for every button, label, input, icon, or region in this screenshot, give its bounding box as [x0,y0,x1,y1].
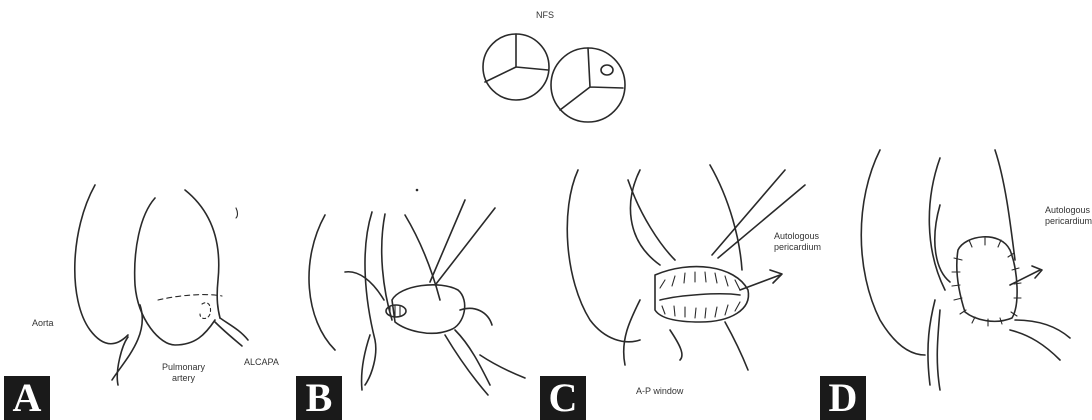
b-dot [416,189,419,192]
aorta-label: Aorta [32,318,54,329]
b-vessel-2 [382,214,392,320]
panel-a-drawing [75,185,248,385]
panel-letter-d: D [820,376,866,420]
alcapa-vessel-upper [220,318,248,340]
c-inner-line [660,294,740,300]
nfs-label: NFS [536,10,554,21]
c-vessel-right [710,165,742,270]
panel-letter-c: C [540,376,586,420]
panel-c-drawing [567,165,805,370]
d-pericardium-patch [957,237,1017,322]
c-autologous-pericardium-label: Autologous pericardium [774,231,821,253]
b-coronary [362,335,370,390]
d-vessel-side-2 [1010,330,1060,360]
incision-dashed [158,295,222,300]
alcapa-ostium-dashed [200,303,211,319]
c-vessel-2 [628,180,675,260]
d-vessel-1 [929,158,945,290]
c-vessel-down [725,322,748,370]
alcapa-label: ALCAPA [244,357,279,368]
pulmonary-artery-label: Pulmonary artery [162,362,205,384]
panel-b-drawing [309,189,525,395]
panel-letter-b: B [296,376,342,420]
d-root-2 [937,310,940,390]
c-aorta-outline [567,170,640,342]
panel-d-drawing [861,150,1070,390]
coronary-ostium [601,65,613,75]
ap-window-label: A-P window [636,386,683,397]
valve-circles [483,34,625,122]
d-root [928,300,935,385]
panel-letter-a: A [4,376,50,420]
pulmonary-artery-right-edge [185,190,220,318]
b-sutures [390,305,400,317]
c-aorta-root [624,300,640,365]
pulmonary-artery-outline [135,198,215,345]
b-aorta-outline [309,215,335,350]
c-hook [670,330,682,360]
coronary-branch [117,337,128,385]
alcapa-vessel-lower [215,322,242,346]
d-aorta-outline [861,150,925,355]
d-vessel-side [1015,320,1070,338]
d-autologous-pericardium-label: Autologous pericardium [1045,205,1092,227]
b-artery-patch [392,285,465,334]
b-vessel-side [480,355,525,378]
b-vessel-1 [365,212,376,385]
stray-mark [236,208,238,218]
aorta-outline [75,185,128,344]
